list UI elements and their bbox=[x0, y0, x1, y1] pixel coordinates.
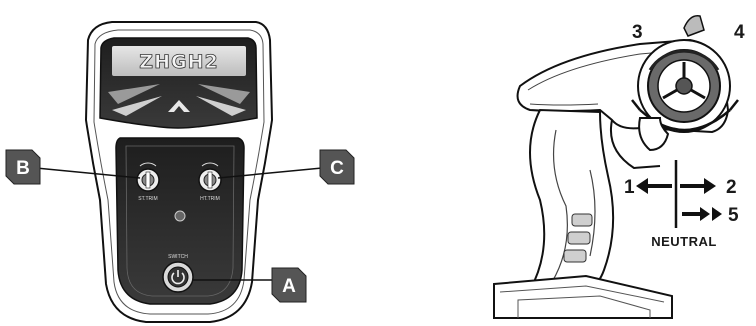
callout-b-label: B bbox=[16, 158, 30, 179]
arrow-direction-5 bbox=[682, 207, 722, 221]
callout-a-label: A bbox=[282, 276, 296, 297]
grip-pad-1 bbox=[572, 214, 592, 226]
logo-window: ZHGH2 bbox=[100, 38, 257, 128]
label-4: 4 bbox=[734, 22, 745, 43]
power-switch-label: SWITCH bbox=[168, 254, 188, 260]
logo-text: ZHGH2 bbox=[139, 51, 218, 73]
transmitter-front-view: ZHGH2 ST.TRIM HT.TRIM bbox=[6, 22, 354, 322]
grip-pad-3 bbox=[564, 250, 586, 262]
label-2: 2 bbox=[726, 177, 737, 198]
grip-pad-2 bbox=[568, 232, 590, 244]
indicator-led bbox=[175, 211, 185, 221]
arrow-direction-1 bbox=[636, 178, 672, 194]
neutral-label: NEUTRAL bbox=[651, 234, 717, 249]
antenna-stub bbox=[684, 16, 704, 36]
label-5: 5 bbox=[728, 205, 739, 226]
arrow-direction-2 bbox=[680, 178, 716, 194]
callout-c-label: C bbox=[330, 158, 344, 179]
throttle-trim-label: HT.TRIM bbox=[200, 196, 220, 202]
pistol-grip bbox=[508, 110, 613, 300]
steering-trim-label: ST.TRIM bbox=[138, 196, 157, 202]
label-1: 1 bbox=[624, 177, 635, 198]
label-3: 3 bbox=[632, 22, 643, 43]
transmitter-side-view: 1 2 3 4 5 NEUTRAL bbox=[494, 16, 745, 318]
